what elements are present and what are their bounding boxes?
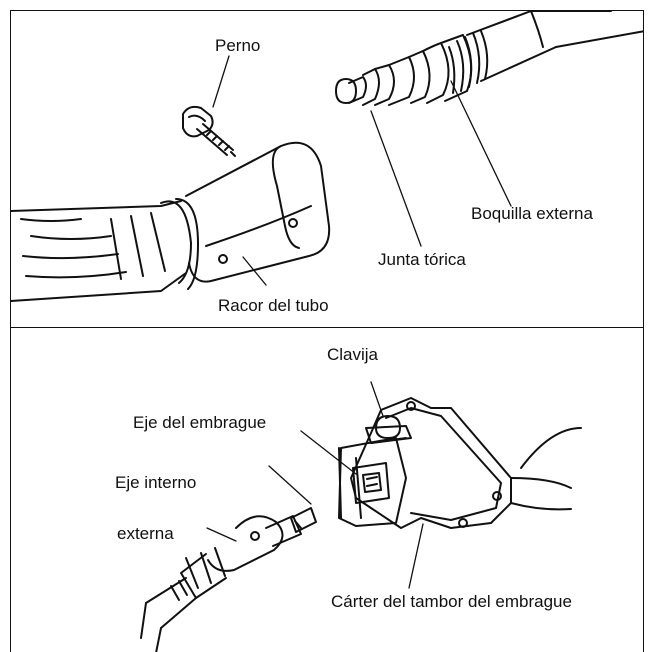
bolt-drawing [182,105,236,157]
label-pin: Clavija [327,345,379,364]
inner-shaft-drawing [140,507,317,652]
label-clutch-shaft: Eje del embrague [133,413,267,432]
label-outer-nozzle: Boquilla externa [471,204,593,223]
label-clutch-drum-case: Cárter del tambor del embrague [331,592,572,611]
hose-connection-illustration [11,11,643,302]
label-inner-shaft: Eje interno [115,473,197,492]
label-tube-fitting: Racor del tubo [218,296,329,315]
clutch-shaft-illustration [140,381,582,652]
label-bolt: Perno [215,36,261,55]
label-o-ring: Junta tórica [378,250,466,269]
figure-panel-hose-connection: Perno Boquilla externa Junta tórica Raco… [10,10,644,328]
clutch-drum-case-drawing [338,397,582,529]
label-outer: externa [117,524,174,543]
tube-fitting-drawing [11,141,331,302]
outer-nozzle-drawing [335,11,643,106]
figure-panel-clutch-shaft: Clavija Eje del embrague Eje interno ext… [10,327,644,652]
